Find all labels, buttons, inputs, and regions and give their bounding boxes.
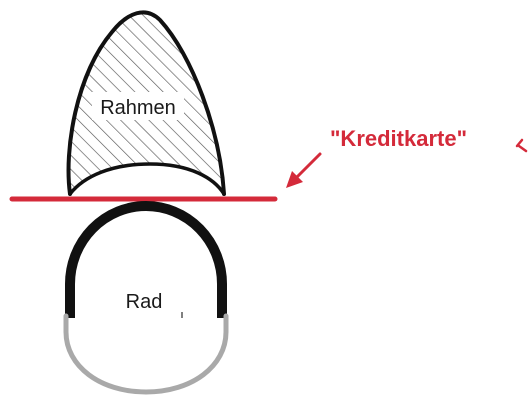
frame-label-background: [92, 92, 184, 120]
red-mark-right: [515, 138, 528, 153]
credit-card-annotation: "Kreditkarte": [286, 126, 528, 188]
credit-card-arrow-shaft: [294, 152, 322, 180]
frame-inner-arc: [68, 162, 226, 196]
credit-card-arrow-head: [286, 171, 303, 188]
wheel-tire-lower: [63, 313, 229, 395]
wheel-tire-upper: [65, 201, 227, 318]
frame-shape: Rahmen: [66, 10, 226, 196]
wheel-label: Rad: [126, 291, 163, 313]
frame-outline: [66, 10, 226, 196]
frame-label: Rahmen: [100, 97, 176, 119]
wheel-shape: Rad: [63, 201, 229, 395]
credit-card-label: "Kreditkarte": [330, 126, 467, 151]
